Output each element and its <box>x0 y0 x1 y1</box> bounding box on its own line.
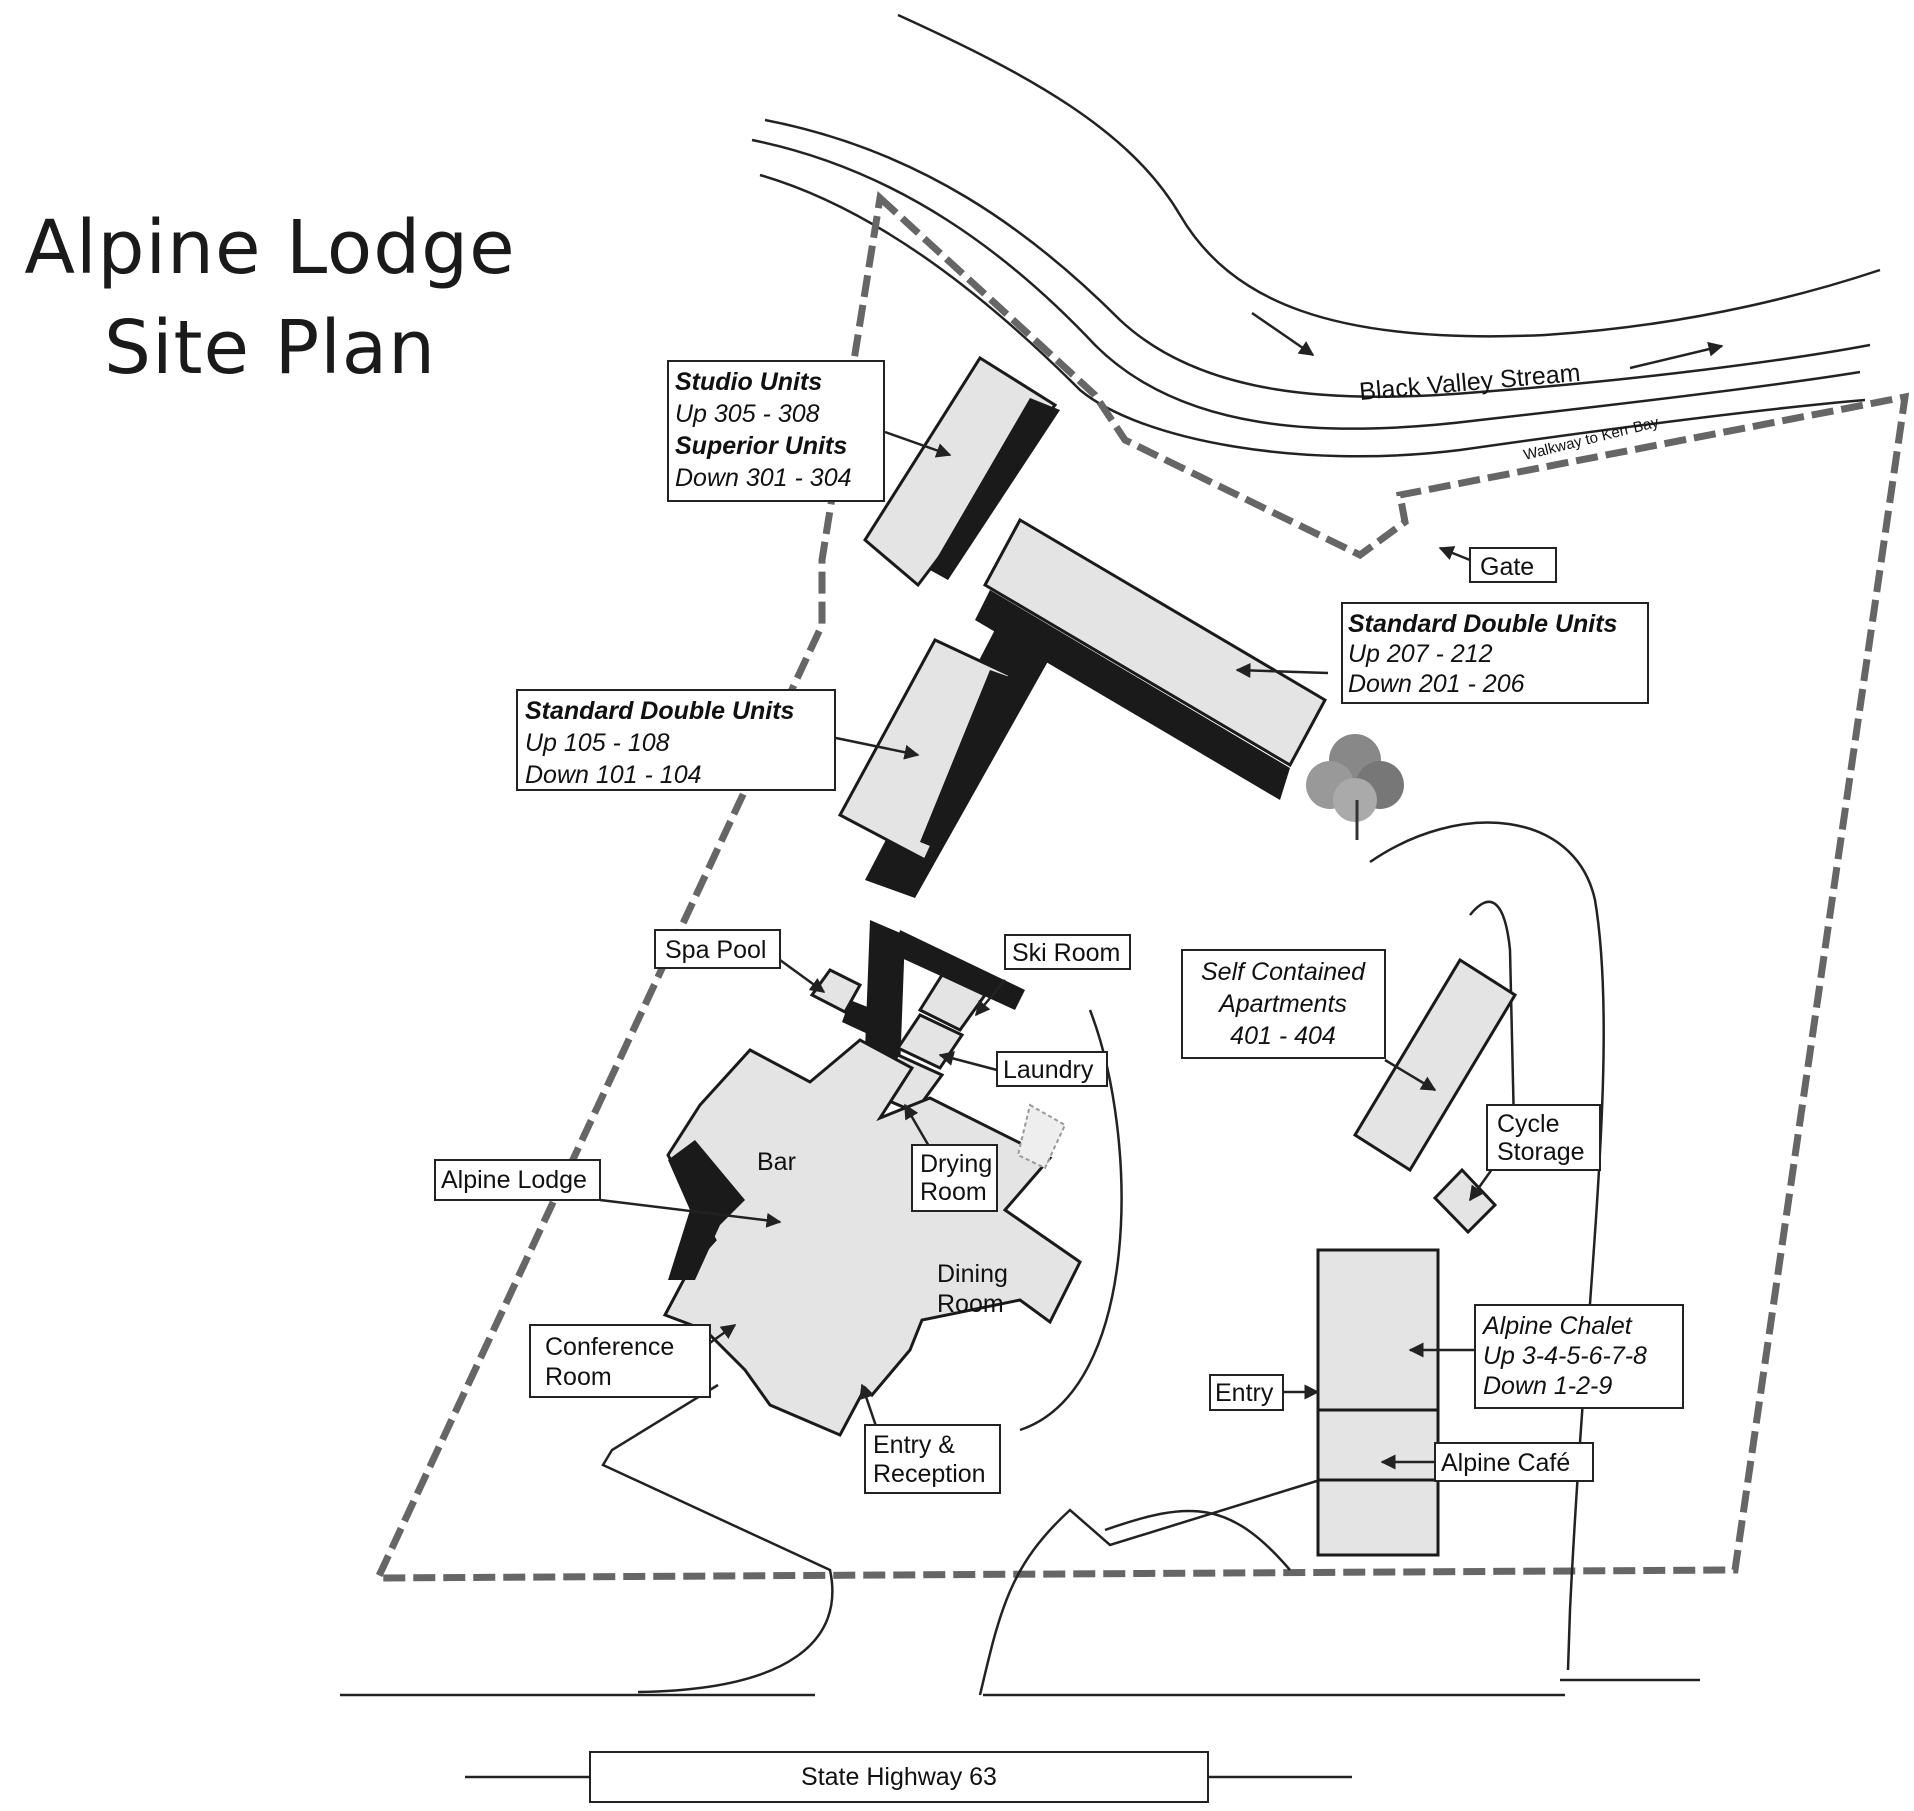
label-drying-room: Drying Room <box>911 1144 998 1212</box>
label-laundry: Laundry <box>996 1051 1108 1087</box>
label-alpine-chalet: Alpine Chalet Up 3-4-5-6-7-8 Down 1-2-9 <box>1474 1304 1684 1409</box>
svg-text:Room: Room <box>545 1363 612 1391</box>
svg-text:Down 201 - 206: Down 201 - 206 <box>1348 670 1525 698</box>
svg-text:Spa Pool: Spa Pool <box>665 936 766 964</box>
stream-name: Black Valley Stream <box>1358 359 1581 406</box>
svg-text:Dining: Dining <box>937 1260 1008 1288</box>
label-entry-reception: Entry & Reception <box>864 1424 1001 1494</box>
svg-text:Studio Units: Studio Units <box>675 368 822 396</box>
label-cycle-storage: Cycle Storage <box>1486 1104 1601 1171</box>
stream-flow-arrows <box>1251 311 1724 370</box>
svg-text:Entry &: Entry & <box>873 1431 955 1459</box>
svg-text:Alpine Lodge: Alpine Lodge <box>441 1166 587 1194</box>
svg-text:Down 101 - 104: Down 101 - 104 <box>525 761 702 789</box>
svg-text:Room: Room <box>937 1290 1004 1318</box>
svg-text:Down 301 - 304: Down 301 - 304 <box>675 464 852 492</box>
label-standard-double-100: Standard Double Units Up 105 - 108 Down … <box>516 689 836 791</box>
label-ski-room: Ski Room <box>1004 934 1131 970</box>
apartments-building <box>1352 957 1518 1173</box>
building-100-block <box>837 638 1018 863</box>
black-valley-stream <box>751 13 1881 458</box>
svg-text:Up 105 - 108: Up 105 - 108 <box>525 729 670 757</box>
map-title-line1: Alpine Lodge <box>24 205 516 291</box>
state-highway-label: State Highway 63 <box>465 1751 1352 1803</box>
svg-text:Alpine Café: Alpine Café <box>1441 1449 1570 1477</box>
label-spa-pool: Spa Pool <box>654 929 781 969</box>
svg-text:Up 207 - 212: Up 207 - 212 <box>1348 640 1493 668</box>
label-alpine-lodge: Alpine Lodge <box>434 1159 601 1201</box>
driveways <box>340 821 1700 1697</box>
label-studio-superior-units: Studio Units Up 305 - 308 Superior Units… <box>667 360 885 502</box>
leader-arrows <box>599 430 1497 1470</box>
svg-text:State Highway 63: State Highway 63 <box>801 1763 997 1791</box>
label-entry: Entry <box>1209 1374 1284 1411</box>
cycle-storage-building <box>1432 1167 1498 1235</box>
label-conference-room: Conference Room <box>529 1324 711 1398</box>
label-standard-double-200: Standard Double Units Up 207 - 212 Down … <box>1341 602 1649 704</box>
svg-text:Ski Room: Ski Room <box>1012 939 1120 967</box>
map-title-line2: Site Plan <box>103 305 437 391</box>
label-apartments: Self Contained Apartments 401 - 404 <box>1181 949 1386 1059</box>
site-boundary <box>372 191 1910 1582</box>
svg-text:Up 305 - 308: Up 305 - 308 <box>675 400 820 428</box>
svg-text:Reception: Reception <box>873 1460 986 1488</box>
label-bar: Bar <box>757 1148 796 1176</box>
svg-text:Laundry: Laundry <box>1003 1056 1094 1084</box>
svg-text:Superior Units: Superior Units <box>675 432 847 460</box>
svg-text:Cycle: Cycle <box>1497 1110 1560 1138</box>
svg-text:Standard Double Units: Standard Double Units <box>1348 610 1618 638</box>
svg-text:401 - 404: 401 - 404 <box>1230 1022 1336 1050</box>
label-dining-room: Dining Room <box>937 1260 1008 1318</box>
svg-text:Storage: Storage <box>1497 1138 1585 1166</box>
tree-icon <box>1306 734 1404 840</box>
svg-text:Down 1-2-9: Down 1-2-9 <box>1483 1372 1612 1400</box>
svg-text:Self Contained: Self Contained <box>1201 958 1366 986</box>
alpine-chalet-building <box>1316 1248 1440 1557</box>
svg-text:Drying: Drying <box>920 1150 992 1178</box>
svg-text:Standard Double Units: Standard Double Units <box>525 697 795 725</box>
svg-text:Entry: Entry <box>1215 1379 1274 1407</box>
building-300-block <box>863 355 1060 588</box>
svg-text:Conference: Conference <box>545 1333 674 1361</box>
svg-text:Gate: Gate <box>1480 553 1534 581</box>
svg-text:Up 3-4-5-6-7-8: Up 3-4-5-6-7-8 <box>1483 1342 1647 1370</box>
lodge-main-building <box>662 1038 1082 1437</box>
svg-text:Alpine Chalet: Alpine Chalet <box>1481 1312 1633 1340</box>
label-alpine-cafe: Alpine Café <box>1434 1442 1594 1482</box>
svg-text:Room: Room <box>920 1178 987 1206</box>
svg-text:Apartments: Apartments <box>1217 990 1347 1018</box>
label-gate: Gate <box>1469 547 1557 583</box>
